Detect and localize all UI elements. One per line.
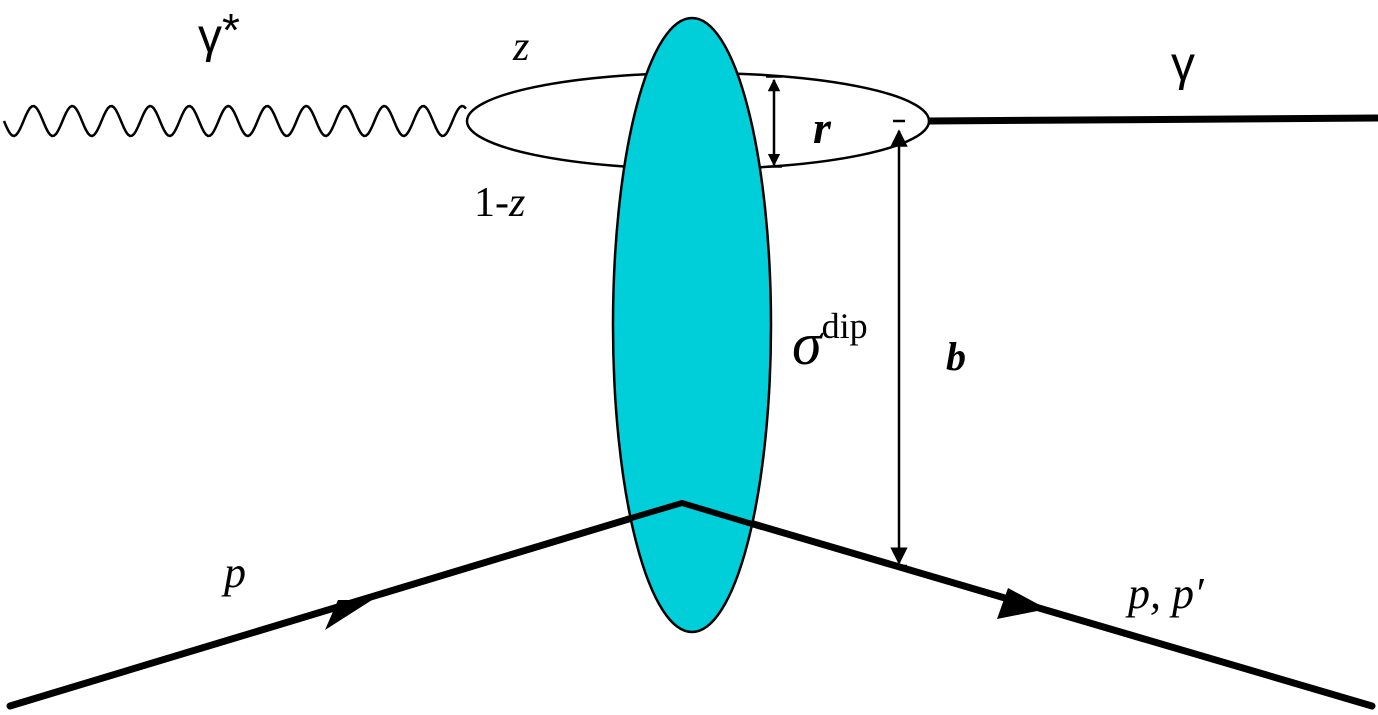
- dipole-size-label: r: [813, 102, 832, 153]
- virtual-photon-label: γ*: [198, 4, 240, 63]
- outgoing-proton-arrowhead: [997, 588, 1047, 619]
- incoming-proton-label: p: [221, 548, 246, 597]
- incoming-proton-arrowhead: [325, 600, 372, 630]
- cross-section-label: σdip: [792, 306, 868, 377]
- momentum-fraction-z-label: z: [512, 24, 529, 70]
- proton-vertex-segment: [625, 500, 685, 522]
- proton-vertex-segment-right: [679, 500, 765, 530]
- dipole-cross-section-blob: [611, 16, 773, 634]
- real-photon-label: γ: [1171, 38, 1195, 91]
- real-photon-line: [928, 114, 1378, 125]
- momentum-fraction-1-z-label: 1-z: [474, 180, 525, 226]
- virtual-photon-line: [2, 104, 467, 138]
- impact-parameter-label: b: [946, 334, 966, 379]
- outgoing-proton-label: p, p′: [1125, 569, 1205, 618]
